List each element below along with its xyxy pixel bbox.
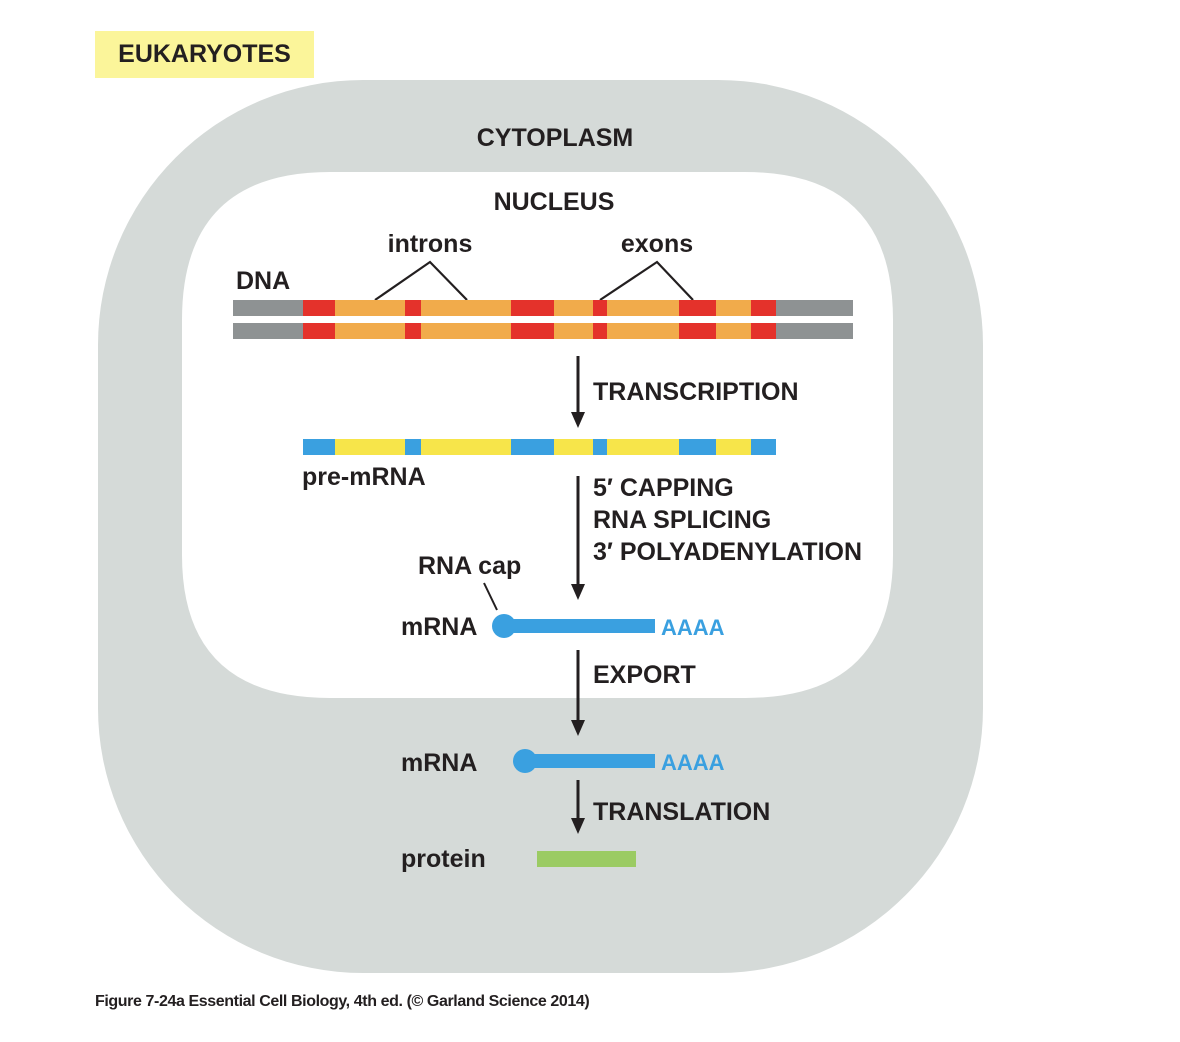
pre-mrna-intron-segment [421, 439, 511, 455]
dna-exon-segment [303, 300, 335, 316]
dna-exon-segment [679, 300, 716, 316]
dna-strand-bottom [233, 323, 853, 339]
nucleus-label: NUCLEUS [494, 188, 615, 216]
dna-flank-segment [776, 300, 853, 316]
mrna-cytoplasm-label: mRNA [401, 749, 477, 777]
export-label: EXPORT [593, 661, 696, 689]
pre-mrna-intron-segment [554, 439, 593, 455]
dna-flank-segment [233, 300, 303, 316]
mrna-nucleus-label: mRNA [401, 613, 477, 641]
dna-exon-segment [511, 323, 554, 339]
dna-intron-segment [421, 300, 511, 316]
dna-intron-segment [421, 323, 511, 339]
figure-caption: Figure 7-24a Essential Cell Biology, 4th… [95, 993, 590, 1010]
dna-intron-segment [716, 300, 751, 316]
dna-intron-segment [554, 323, 593, 339]
protein-bar [537, 851, 636, 867]
translation-label: TRANSLATION [593, 798, 770, 826]
pre-mrna-exon-segment [751, 439, 776, 455]
title-badge: EUKARYOTES [95, 31, 314, 78]
dna-exon-segment [511, 300, 554, 316]
splicing-label: RNA SPLICING [593, 506, 771, 534]
pre-mrna-intron-segment [607, 439, 679, 455]
exons-pointer [599, 260, 694, 301]
pre-mrna-exon-segment [511, 439, 554, 455]
introns-pointer [374, 260, 468, 301]
exons-label: exons [621, 230, 693, 258]
dna-intron-segment [335, 323, 405, 339]
cytoplasm-label: CYTOPLASM [477, 124, 634, 152]
mrna-strand-nucleus [504, 619, 655, 633]
title-text: EUKARYOTES [118, 40, 291, 68]
pre-mrna-exon-segment [405, 439, 421, 455]
dna-exon-segment [679, 323, 716, 339]
dna-strand-top [233, 300, 853, 316]
processing-arrow-head [571, 584, 585, 600]
dna-flank-segment [233, 323, 303, 339]
export-arrow-head [571, 720, 585, 736]
rna-cap-pointer [483, 582, 498, 611]
poly-a-tail-nucleus: AAAA [661, 615, 725, 640]
dna-exon-segment [593, 300, 607, 316]
dna-intron-segment [335, 300, 405, 316]
pre-mrna-strand [303, 439, 776, 455]
pre-mrna-exon-segment [593, 439, 607, 455]
capping-label: 5′ CAPPING [593, 474, 734, 502]
pre-mrna-exon-segment [303, 439, 335, 455]
dna-intron-segment [607, 300, 679, 316]
mrna-strand-cytoplasm [525, 754, 655, 768]
dna-exon-segment [405, 300, 421, 316]
transcription-arrow-head [571, 412, 585, 428]
dna-exon-segment [751, 323, 776, 339]
dna-intron-segment [607, 323, 679, 339]
dna-exon-segment [405, 323, 421, 339]
dna-intron-segment [554, 300, 593, 316]
rna-cap-label: RNA cap [418, 552, 521, 580]
pre-mrna-label: pre-mRNA [302, 463, 426, 491]
dna-exon-segment [593, 323, 607, 339]
introns-label: introns [388, 230, 473, 258]
protein-label: protein [401, 845, 486, 873]
dna-intron-segment [716, 323, 751, 339]
pre-mrna-intron-segment [716, 439, 751, 455]
dna-exon-segment [303, 323, 335, 339]
pre-mrna-exon-segment [679, 439, 716, 455]
dna-flank-segment [776, 323, 853, 339]
dna-label: DNA [236, 267, 290, 295]
translation-arrow-head [571, 818, 585, 834]
pre-mrna-intron-segment [335, 439, 405, 455]
dna-exon-segment [751, 300, 776, 316]
poly-a-tail-cytoplasm: AAAA [661, 750, 725, 775]
transcription-label: TRANSCRIPTION [593, 378, 799, 406]
polyadenylation-label: 3′ POLYADENYLATION [593, 538, 862, 566]
